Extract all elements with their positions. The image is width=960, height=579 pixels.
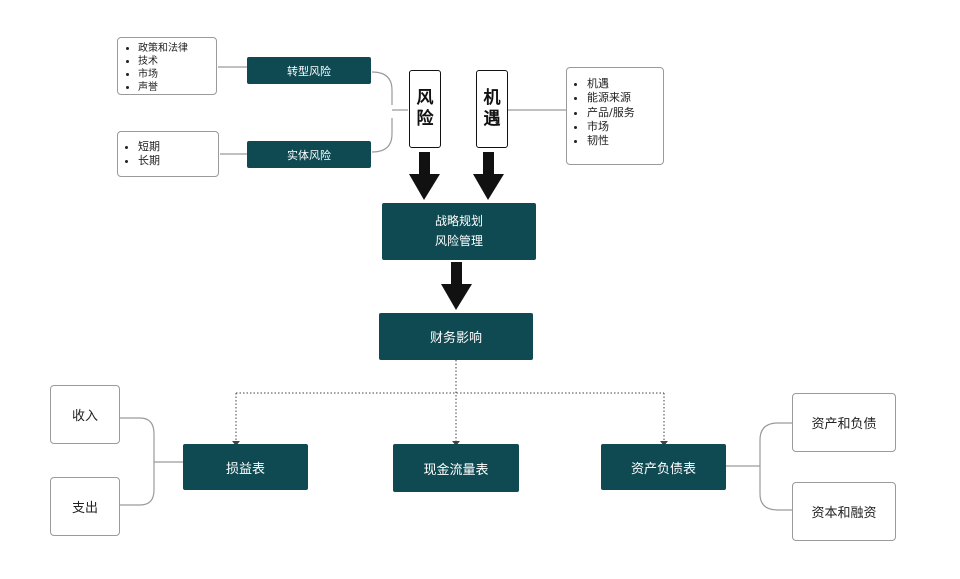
expense-box: 支出: [50, 477, 120, 536]
list-item: 市场: [587, 120, 663, 134]
list-item: 能源来源: [587, 91, 663, 105]
income-arrowhead: [232, 441, 240, 446]
list-item: 长期: [138, 154, 218, 168]
list-item: 市场: [138, 68, 216, 81]
list-item: 韧性: [587, 134, 663, 148]
risk-bracket-connector: [371, 71, 408, 153]
transition-risk-items-box: 政策和法律技术市场声誉: [117, 37, 217, 95]
arrow-strategy-to-impact: [441, 262, 472, 310]
opportunity-items-list: 机遇能源来源产品/服务市场韧性: [567, 77, 663, 148]
assets-liabilities-box: 资产和负债: [792, 393, 896, 452]
transition-risk-label: 转型风险: [247, 57, 371, 84]
strategy-text: 战略规划: [434, 214, 483, 229]
balance-arrowhead: [660, 441, 668, 446]
list-item: 声誉: [138, 81, 216, 94]
transition-risk-text: 转型风险: [287, 64, 331, 78]
list-item: 技术: [138, 55, 216, 68]
balance-sheet-box: 资产负债表: [601, 444, 726, 490]
financial-impact-text: 财务影响: [429, 331, 482, 346]
revenue-text: 收入: [71, 409, 98, 424]
cashflow-arrowhead: [452, 441, 460, 446]
assets-liabilities-text: 资产和负债: [811, 417, 877, 432]
transition-risk-items-list: 政策和法律技术市场声誉: [118, 42, 216, 94]
risk-char-2: 险: [416, 109, 434, 129]
risk-management-text: 风险管理: [434, 233, 483, 248]
arrow-risk-to-strategy: [409, 152, 440, 200]
risk-box: 风 险: [409, 70, 441, 148]
balance-bracket-connector: [726, 422, 792, 511]
physical-risk-items-list: 短期长期: [118, 140, 218, 169]
list-item: 产品/服务: [587, 106, 663, 120]
physical-risk-label: 实体风险: [247, 141, 371, 168]
list-item: 机遇: [587, 77, 663, 91]
impact-distribution-lines: [235, 360, 665, 443]
cashflow-statement-box: 现金流量表: [393, 444, 519, 492]
physical-risk-items-box: 短期长期: [117, 131, 219, 177]
physical-risk-text: 实体风险: [287, 148, 331, 162]
expense-text: 支出: [71, 501, 98, 516]
financial-impact-box: 财务影响: [379, 313, 533, 360]
risk-char-1: 风: [416, 87, 434, 108]
income-statement-text: 损益表: [225, 461, 265, 477]
list-item: 政策和法律: [138, 42, 216, 55]
income-bracket-connector: [119, 417, 183, 506]
list-item: 短期: [138, 140, 218, 154]
capital-financing-box: 资本和融资: [792, 482, 896, 541]
capital-financing-text: 资本和融资: [811, 506, 877, 521]
income-statement-box: 损益表: [183, 444, 308, 490]
opportunity-char-1: 机: [483, 87, 501, 108]
strategy-risk-management-box: 战略规划 风险管理: [382, 203, 536, 260]
opportunity-char-2: 遇: [483, 109, 501, 129]
revenue-box: 收入: [50, 385, 120, 444]
opportunity-box: 机 遇: [476, 70, 508, 148]
balance-sheet-text: 资产负债表: [630, 461, 696, 477]
arrow-opportunity-to-strategy: [473, 152, 504, 200]
cashflow-statement-text: 现金流量表: [423, 462, 489, 478]
opportunity-items-box: 机遇能源来源产品/服务市场韧性: [566, 67, 664, 165]
